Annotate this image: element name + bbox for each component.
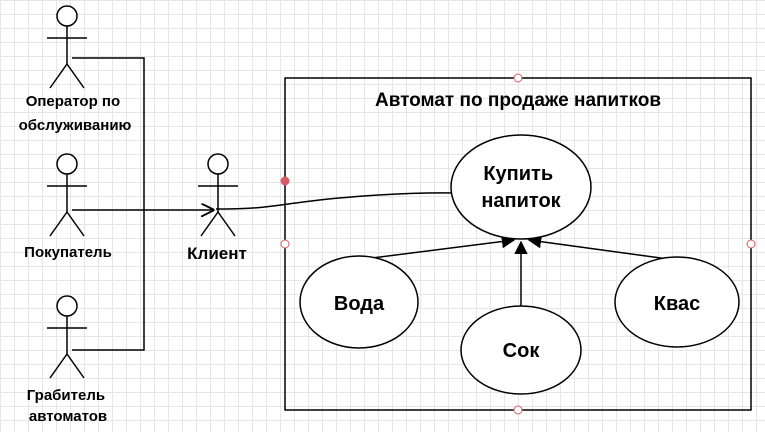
- resize-handle-left[interactable]: [280, 239, 290, 249]
- use-case-water[interactable]: [299, 255, 419, 349]
- operator-connector[interactable]: [72, 57, 145, 210]
- actor-client[interactable]: [198, 153, 238, 237]
- actor-buyer-label: Покупатель: [24, 244, 112, 261]
- robber-connector[interactable]: [72, 210, 145, 351]
- actor-operator[interactable]: [47, 5, 87, 89]
- connection-point-selected[interactable]: [280, 176, 290, 186]
- use-case-buy-label: Купить напиток: [481, 163, 561, 212]
- use-case-buy[interactable]: [450, 134, 592, 240]
- resize-handle-bottom[interactable]: [513, 405, 523, 415]
- use-case-kvass[interactable]: [614, 256, 740, 348]
- system-title: Автомат по продаже напитков: [375, 90, 661, 111]
- use-case-water-label: Вода: [334, 293, 385, 315]
- resize-handle-top[interactable]: [513, 73, 523, 83]
- actor-robber[interactable]: [47, 295, 87, 379]
- use-case-kvass-label: Квас: [654, 293, 700, 315]
- resize-handle-right[interactable]: [746, 239, 756, 249]
- actor-buyer[interactable]: [47, 153, 87, 237]
- kvass-to-buy-arrow[interactable]: [527, 234, 669, 260]
- actor-client-label: Клиент: [187, 244, 247, 263]
- use-case-juice[interactable]: [460, 305, 582, 395]
- use-case-juice-label: Сок: [503, 340, 541, 362]
- actor-robber-label: Грабитель автоматов: [27, 387, 110, 425]
- client-buy-association[interactable]: [215, 192, 455, 210]
- water-to-buy-arrow[interactable]: [371, 234, 516, 259]
- actor-operator-label: Оператор по обслуживанию: [19, 93, 132, 134]
